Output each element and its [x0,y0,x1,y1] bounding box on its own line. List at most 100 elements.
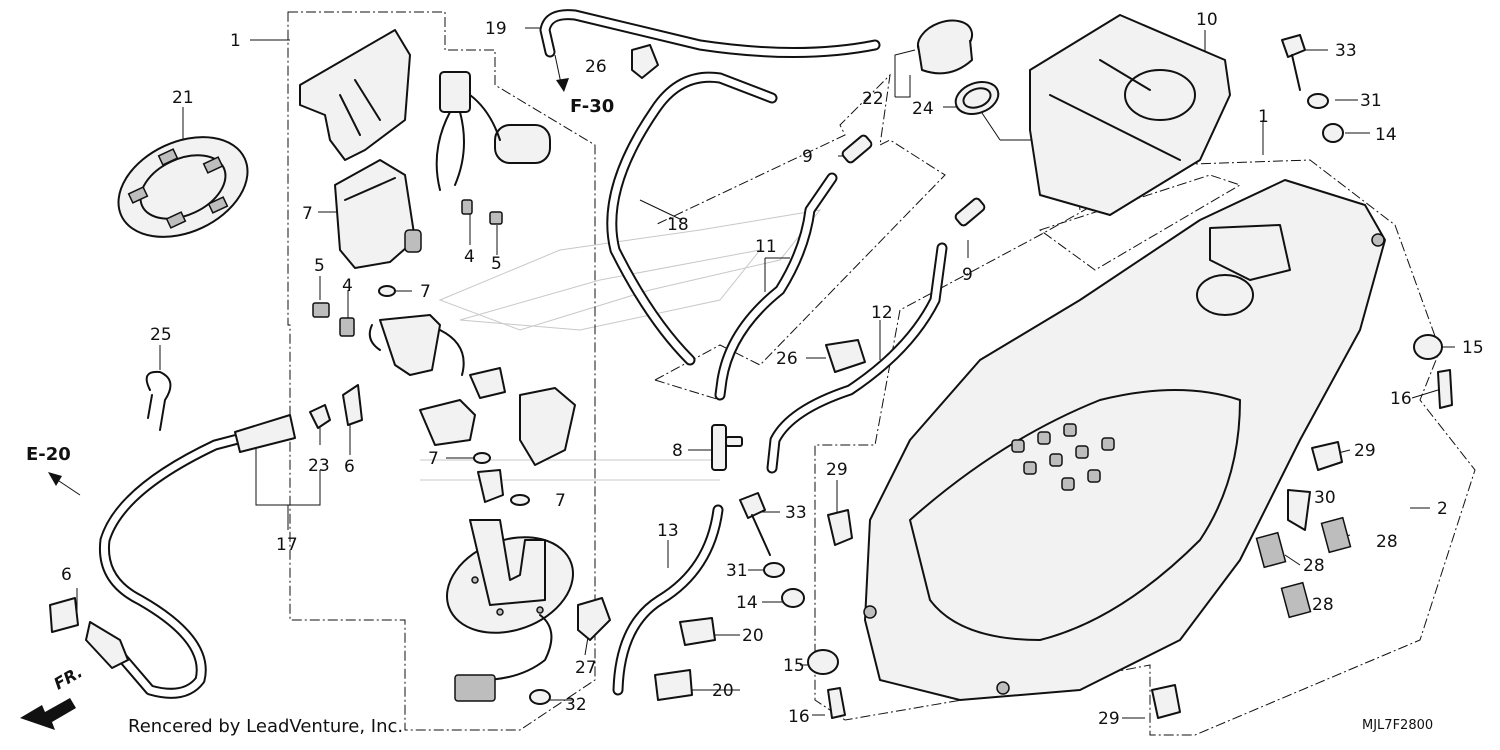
callout-16: 16 [1390,389,1412,409]
part-25-hose-clamp [145,370,172,431]
callout-26: 26 [585,57,607,77]
part-16-collar [827,369,1453,719]
group-outline-fuel-pump [287,11,596,731]
callout-33: 33 [785,503,807,523]
callout-5: 5 [491,254,502,274]
reference-labels: F-30 E-20 [26,96,614,465]
callout-30: 30 [1314,488,1336,508]
part-26-clip [631,44,866,373]
footer-credit: Rencered by LeadVenture, Inc. [128,716,403,737]
callout-22: 22 [862,89,884,109]
callout-4: 4 [342,276,353,296]
callout-3: 1 [230,31,241,51]
part-20-clamp [654,617,716,701]
callout-15: 15 [783,656,805,676]
callout-18: 18 [667,215,689,235]
callout-9: 9 [802,147,813,167]
part-10-tank-tray [1029,14,1231,216]
callout-28: 28 [1376,532,1398,552]
callout-2: 2 [1437,499,1448,519]
callout-20: 20 [712,681,734,701]
callout-31: 31 [1360,91,1382,111]
part-21-gasket [117,136,249,238]
part-15-mount-rubber [807,334,1443,675]
callout-31: 31 [726,561,748,581]
callout-8: 8 [672,441,683,461]
callout-26: 26 [776,349,798,369]
callout-6: 6 [61,565,72,585]
leader-lines [76,27,1455,719]
callout-9: 9 [962,265,973,285]
callout-1: 1 [1258,107,1269,127]
part-23-cap-seal [954,81,1000,115]
group-outline-tray [1038,174,1242,271]
part-14-grommet [781,123,1344,608]
callout-21: 21 [172,88,194,108]
callout-11: 11 [755,237,777,257]
front-direction-label: FR. [51,662,86,693]
part-sender-unit [419,367,576,503]
ref-label-f30: F-30 [570,96,614,117]
ref-arrow-e20 [48,472,81,496]
callout-16: 16 [788,707,810,727]
callout-10: 10 [1196,10,1218,30]
part-6-stay [49,384,363,633]
callout-23: 24 [912,99,934,119]
part-1-fuel-tank [863,179,1386,701]
part-9-joint [841,134,986,227]
callout-25: 25 [150,325,172,345]
part-small-fittings [312,199,530,506]
part-33-bolt [739,34,1306,556]
part-19-hose [539,9,881,58]
part-pressure-regulator [435,71,551,191]
ref-arrow-f30 [554,54,569,92]
callout-28: 28 [1303,556,1325,576]
callout-5: 5 [314,256,325,276]
part-18-hose [606,71,778,366]
callout-29: 29 [826,460,848,480]
callout-20: 20 [742,626,764,646]
part-30-bracket [1287,489,1311,531]
part-22-fuel-filler-cap [916,19,974,75]
callout-12: 12 [871,303,893,323]
callout-27: 27 [575,658,597,678]
callout-7: 7 [555,491,566,511]
callout-29: 29 [1098,709,1120,729]
callout-7: 7 [302,204,313,224]
part-28-cushion [1255,516,1352,619]
part-7-fuel-filter [334,159,422,269]
callout-13: 13 [657,521,679,541]
part-29-clip [827,441,1343,719]
group-outline-breather [654,73,946,401]
part-3-pump-bracket [299,29,411,161]
group-outline-fuel-tank [814,159,1476,736]
ref-label-e20: E-20 [26,444,71,465]
part-12-hose [766,242,948,474]
part-8-three-way-joint [711,424,743,471]
callout-6: 6 [344,457,355,477]
callout-4: 4 [464,247,475,267]
part-24-clip [309,404,331,429]
callout-24: 23 [308,456,330,476]
callout-32: 32 [565,695,587,715]
callout-14: 14 [736,593,758,613]
callout-29: 29 [1354,441,1376,461]
callout-33: 33 [1335,41,1357,61]
part-17-fuel-feed-hose [85,414,296,699]
callout-19: 19 [485,19,507,39]
part-31-washer [763,93,1329,578]
part-fuel-pump-motor [368,314,465,376]
callout-28: 28 [1312,595,1334,615]
callout-7: 7 [420,282,431,302]
part-13-hose [612,504,724,696]
front-direction-arrow [20,698,76,730]
part-27-clip [577,597,611,641]
callout-17: 17 [276,535,298,555]
callout-15: 15 [1462,338,1484,358]
callout-7: 7 [428,449,439,469]
part-pump-base-plate [446,519,574,705]
drawing-code: MJL7F2800 [1362,718,1433,733]
callout-labels: 1 21 7 4 5 5 4 7 25 23 6 7 7 17 6 19 26 … [61,10,1484,729]
tank-embossed-dots [1011,423,1115,491]
